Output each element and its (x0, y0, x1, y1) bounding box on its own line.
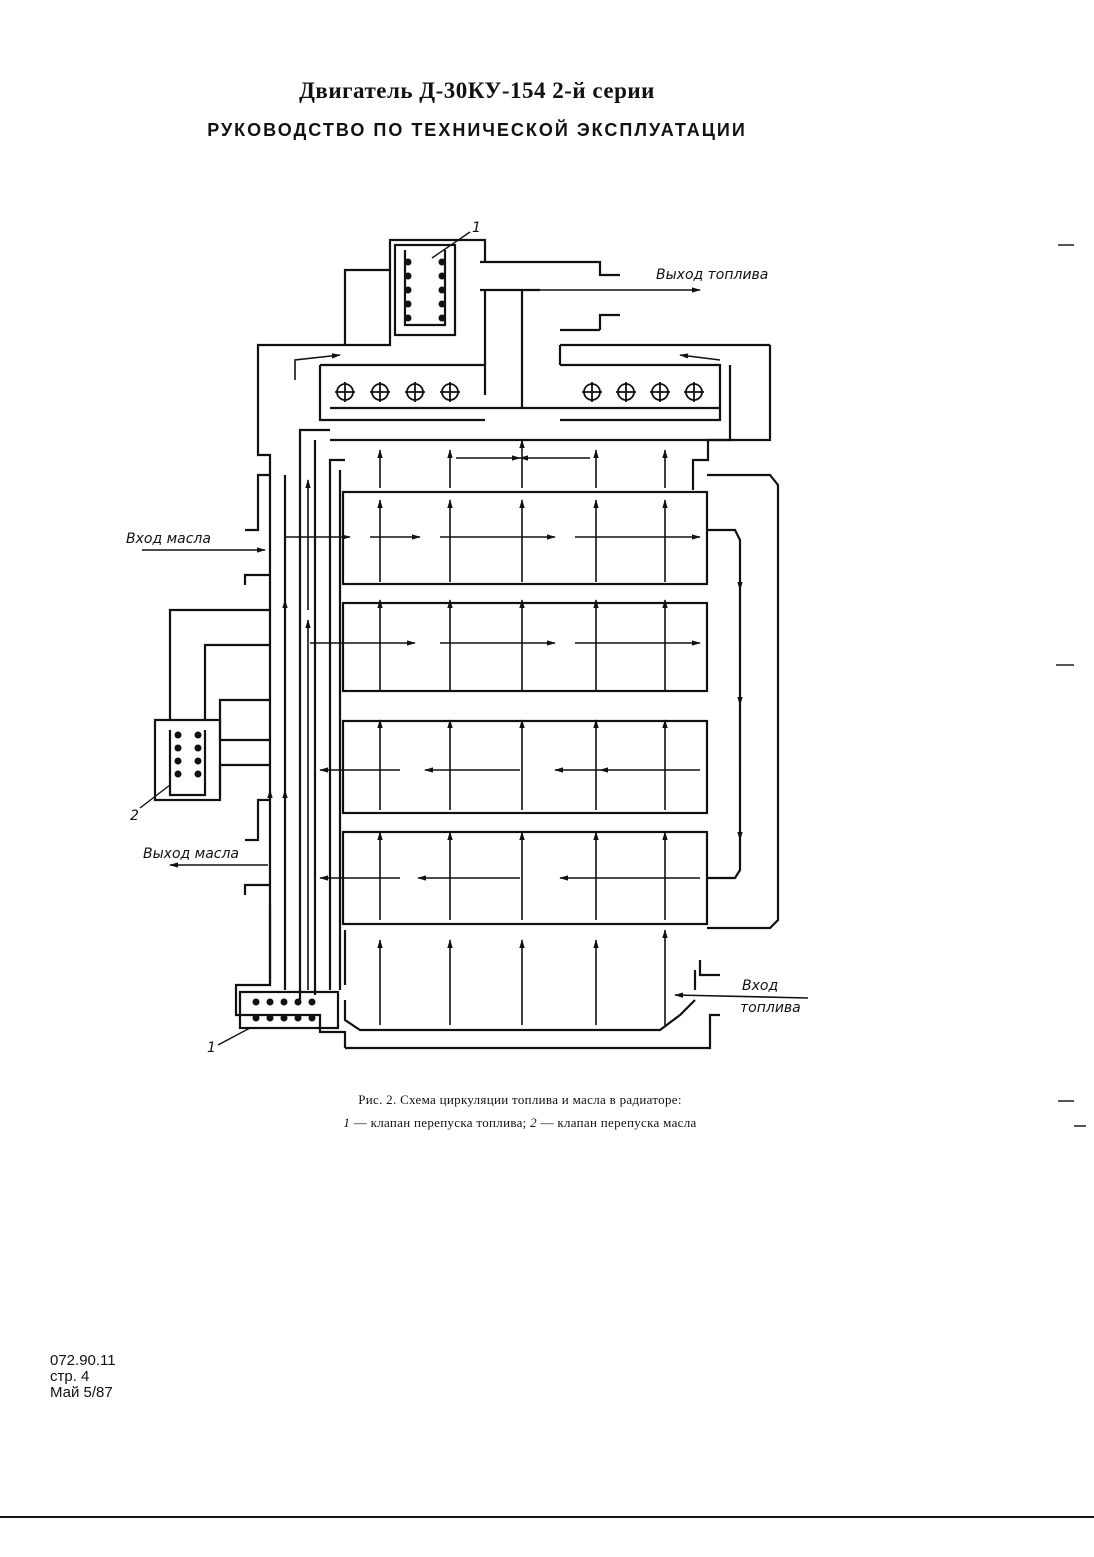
page-number: стр. 4 (50, 1368, 90, 1385)
circulation-diagram: Выход топлива Вход масла Выход масла Вхо… (126, 220, 809, 1056)
figure-caption: Рис. 2. Схема циркуляции топлива и масла… (358, 1092, 682, 1107)
casing-outline (234, 335, 392, 1048)
callout-1-top: 1 (472, 220, 481, 236)
radiator-section-3 (341, 719, 709, 815)
label-fuel-out: Выход топлива (656, 267, 768, 283)
scan-speck (1058, 1100, 1074, 1102)
fuel-bypass-valve-bottom (238, 990, 340, 1030)
distributor-top (320, 363, 487, 395)
legend-text-2: — клапан перепуска масла (536, 1115, 697, 1130)
scan-speck (1056, 664, 1074, 666)
scan-speck (1074, 1125, 1086, 1127)
revision-date: Май 5/87 (50, 1384, 113, 1401)
callout-2: 2 (130, 808, 139, 824)
legend-num-1: 1 (343, 1115, 351, 1130)
page-footer: 072.90.11 стр. 4 Май 5/87 (50, 1353, 116, 1401)
fuel-bypass-valve-top (393, 243, 457, 337)
label-oil-in: Вход масла (126, 531, 211, 547)
page-title: Двигатель Д-30КУ-154 2-й серии (299, 78, 655, 103)
radiator-section-1 (341, 490, 709, 586)
legend-text-1: — клапан перепуска топлива; (350, 1115, 531, 1130)
legend-num-2: 2 (530, 1115, 537, 1130)
page-subtitle: РУКОВОДСТВО ПО ТЕХНИЧЕСКОЙ ЭКСПЛУАТАЦИИ (207, 120, 747, 140)
oil-bypass-valve (153, 718, 222, 802)
label-fuel-in-line2: топлива (740, 1000, 801, 1016)
label-oil-out: Выход масла (143, 846, 239, 862)
label-fuel-in-line1: Вход (742, 978, 778, 994)
figure-legend: 1 — клапан перепуска топлива; 2 — клапан… (160, 1115, 880, 1131)
radiator-section-2 (341, 601, 709, 693)
doc-number: 072.90.11 (50, 1352, 116, 1369)
bottom-rule (0, 1516, 1094, 1518)
scan-speck (1058, 244, 1074, 246)
callout-1-bottom: 1 (207, 1040, 216, 1056)
